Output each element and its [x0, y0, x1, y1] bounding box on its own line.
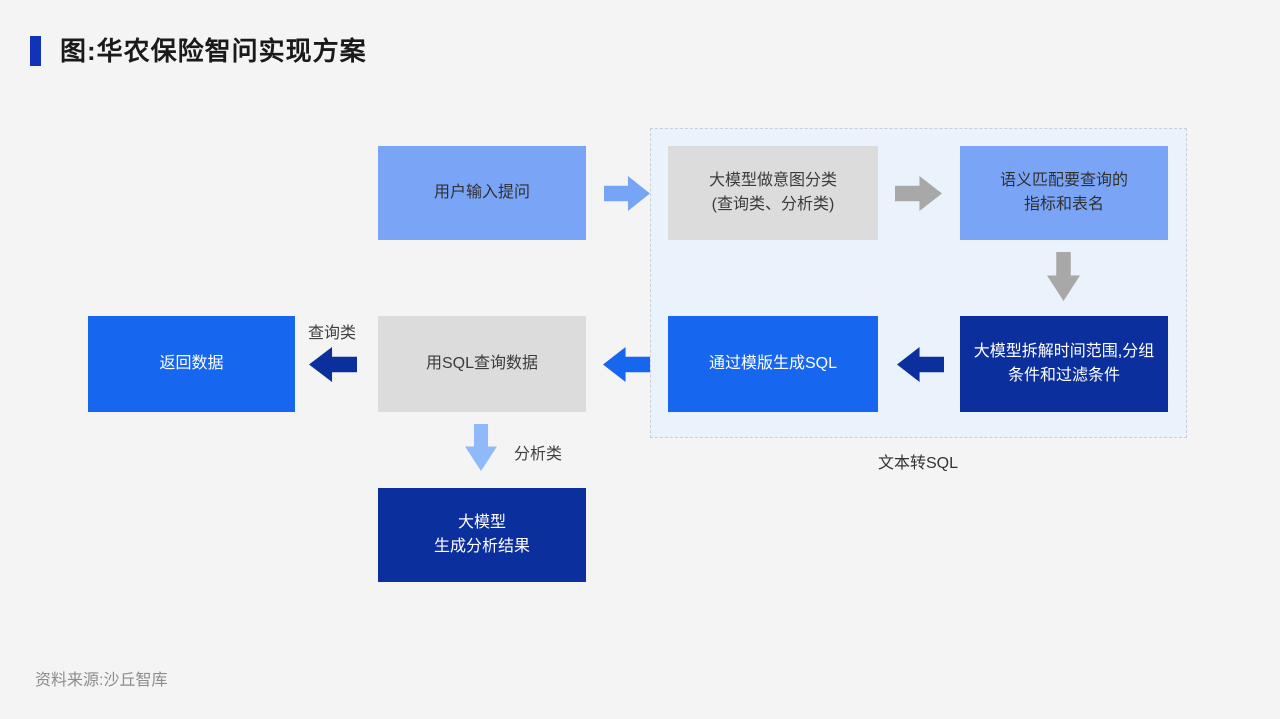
node-return-data: 返回数据 [88, 316, 295, 412]
page-title: 图:华农保险智问实现方案 [60, 36, 367, 66]
node-user-input: 用户输入提问 [378, 146, 586, 240]
node-sql-query: 用SQL查询数据 [378, 316, 586, 412]
arrow-left-icon [603, 347, 650, 382]
title-marker-bar [30, 36, 41, 66]
edge-label-query-type: 查询类 [308, 325, 357, 342]
arrow-down-icon [465, 424, 497, 471]
node-intent-classify: 大模型做意图分类 (查询类、分析类) [668, 146, 878, 240]
node-semantic-match: 语义匹配要查询的 指标和表名 [960, 146, 1168, 240]
text-to-sql-group-label: 文本转SQL [878, 455, 959, 472]
node-decompose-conditions: 大模型拆解时间范围,分组 条件和过滤条件 [960, 316, 1168, 412]
arrow-left-icon [309, 347, 357, 382]
source-note: 资料来源:沙丘智库 [35, 672, 168, 689]
node-generate-sql: 通过模版生成SQL [668, 316, 878, 412]
arrow-right-icon [604, 176, 650, 211]
node-analysis-result: 大模型 生成分析结果 [378, 488, 586, 582]
edge-label-analysis-type: 分析类 [514, 446, 563, 463]
